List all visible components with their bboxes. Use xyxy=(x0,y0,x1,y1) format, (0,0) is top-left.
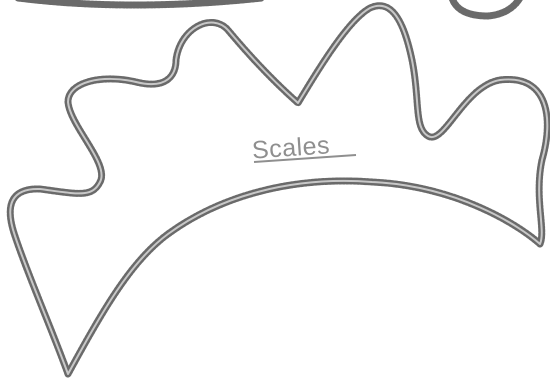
top-right-circle-fragment xyxy=(452,0,520,16)
scale-outline xyxy=(10,6,547,374)
top-left-shape-fragment xyxy=(18,0,262,5)
